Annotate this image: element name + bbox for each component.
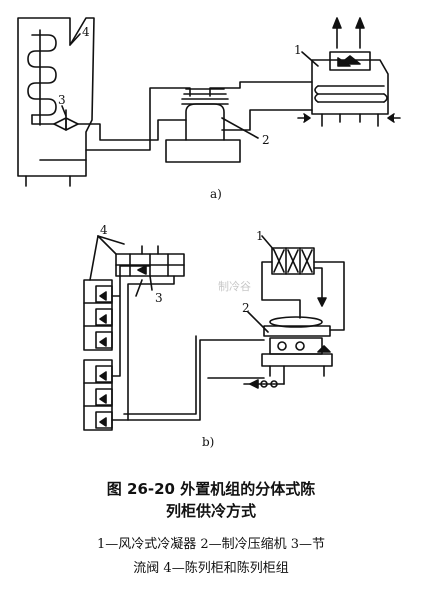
pipe-b-main-liquid: [123, 335, 197, 415]
caption-b: b): [202, 435, 214, 449]
figure-legend: 1—风冷式冷凝器 2—制冷压缩机 3—节 流阀 4—陈列柜和陈列柜组: [0, 533, 422, 581]
figure-b: [83, 235, 345, 431]
intake-arrows-a: [297, 113, 401, 123]
pipe-liquid-a: [31, 114, 55, 125]
pipe-b-compressor-to-condenser: [261, 261, 301, 319]
upper-cabinet-group-b: [115, 245, 185, 277]
caption-a: a): [210, 187, 222, 201]
leader-3-a: [61, 105, 67, 117]
pipe-b-main-suction: [127, 339, 265, 421]
pipe-b-condenser-return: [313, 261, 345, 331]
evaporator-coil-a: [27, 34, 57, 116]
label-3-a: 3: [58, 93, 66, 107]
airflow-arrows-a: [332, 17, 365, 49]
pipe-b-liquid: [111, 265, 151, 377]
label-1-a: 1: [294, 43, 302, 57]
leaders-b: [89, 235, 275, 333]
legend-line-1: 1—风冷式冷凝器 2—制冷压缩机 3—节: [96, 537, 326, 552]
figure-title-line-2: 列柜供冷方式: [165, 502, 256, 520]
leader-1-a: [301, 51, 319, 67]
figure-title-line-1: 图 26-20 外置机组的分体式陈: [106, 480, 316, 498]
left-cabinet-stack-bottom-b: [83, 359, 113, 431]
label-1-b: 1: [256, 229, 264, 243]
label-2-a: 2: [262, 133, 270, 147]
leader-4-a: [69, 33, 81, 46]
compressor-a: [165, 88, 241, 163]
refrigeration-diagram: 4 3 2 1 a) 4 3 1 2 b) 制冷谷: [17, 17, 401, 449]
label-3-b: 3: [155, 291, 163, 305]
label-4-a: 4: [82, 25, 90, 39]
air-cooled-condenser-b: [271, 247, 315, 275]
line-valves-b: [243, 365, 285, 389]
watermark: 制冷谷: [218, 280, 251, 293]
display-cabinet-a: [17, 17, 95, 187]
figure-a: [17, 17, 401, 187]
leader-2-a: [221, 117, 259, 139]
pipe-a-condenser-return: [221, 109, 313, 131]
pipe-b-condenser-down: [313, 267, 323, 305]
label-2-b: 2: [242, 301, 250, 315]
figure-title: 图 26-20 外置机组的分体式陈 列柜供冷方式: [0, 478, 422, 522]
pipe-b-suction: [111, 275, 175, 421]
pipe-a-return: [85, 87, 191, 151]
left-cabinet-stack-top-b: [83, 279, 113, 351]
legend-line-2: 流阀 4—陈列柜和陈列柜组: [133, 561, 289, 576]
expansion-valve-a: [53, 109, 79, 131]
pipe-a-to-compressor: [77, 119, 187, 141]
compressor-unit-b: [261, 316, 333, 377]
air-cooled-condenser-a: [311, 51, 389, 127]
label-4-b: 4: [100, 223, 108, 237]
